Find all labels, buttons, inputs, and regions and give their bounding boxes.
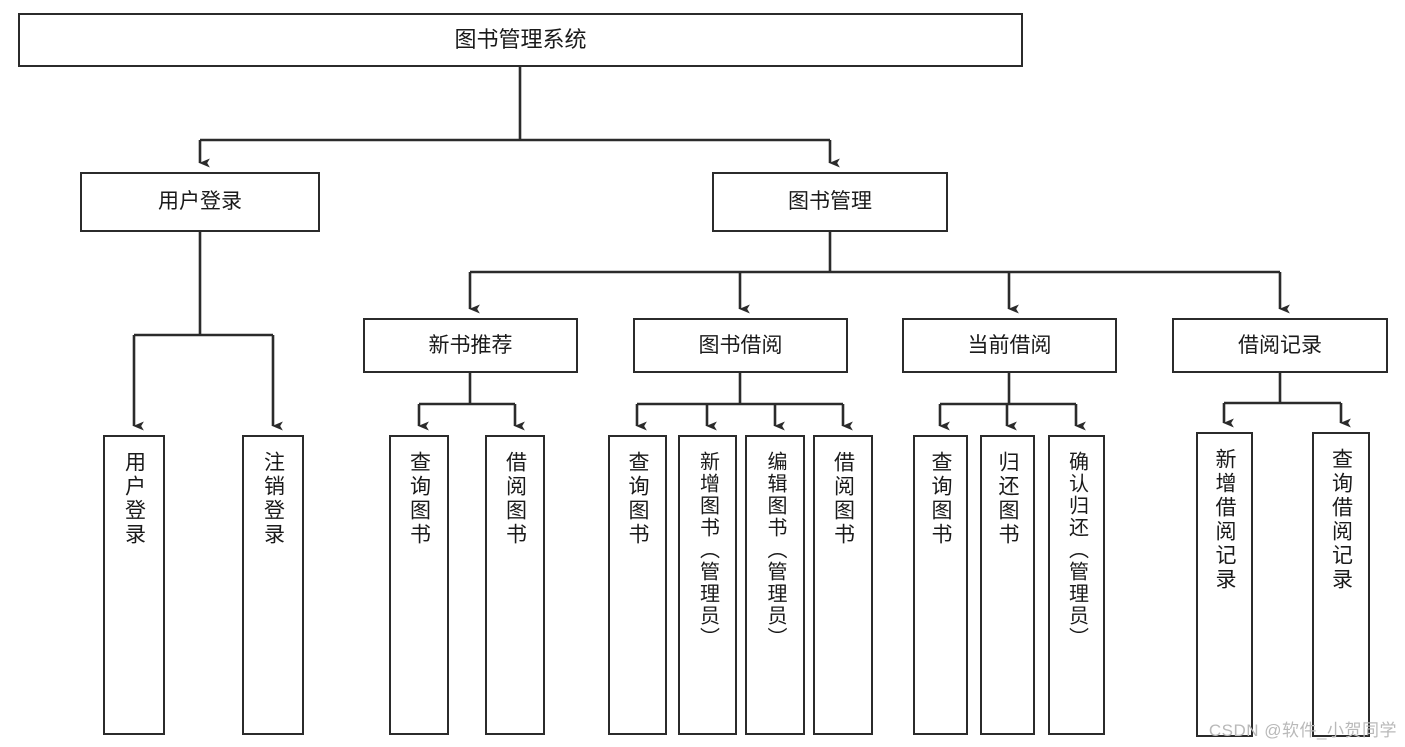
- node-new-book-recommend-label: 新书推荐: [428, 333, 513, 357]
- node-book-management-label: 图书管理: [788, 190, 872, 214]
- node-leaf-query-book-2[interactable]: 查询图书: [608, 435, 667, 735]
- node-borrow-record[interactable]: 借阅记录: [1172, 318, 1388, 373]
- node-leaf-query-borrow-record-label: 查询借阅记录: [1329, 448, 1353, 592]
- node-leaf-confirm-return[interactable]: 确认归还（管理员）: [1048, 435, 1105, 735]
- node-leaf-user-login-label: 用户登录: [122, 451, 146, 547]
- node-leaf-borrow-book-1[interactable]: 借阅图书: [485, 435, 545, 735]
- node-new-book-recommend[interactable]: 新书推荐: [363, 318, 578, 373]
- node-root-label: 图书管理系统: [454, 26, 587, 52]
- node-leaf-query-book-1-label: 查询图书: [407, 451, 431, 547]
- node-leaf-add-book-label: 新增图书（管理员）: [696, 451, 719, 649]
- node-user-login[interactable]: 用户登录: [80, 172, 320, 232]
- node-leaf-borrow-book-2-label: 借阅图书: [831, 451, 855, 547]
- node-leaf-query-book-3[interactable]: 查询图书: [913, 435, 968, 735]
- node-current-borrow[interactable]: 当前借阅: [902, 318, 1117, 373]
- node-leaf-query-book-3-label: 查询图书: [929, 451, 952, 547]
- node-leaf-borrow-book-1-label: 借阅图书: [503, 451, 527, 547]
- node-book-borrow-label: 图书借阅: [698, 333, 783, 357]
- node-leaf-add-borrow-record[interactable]: 新增借阅记录: [1196, 432, 1253, 737]
- node-leaf-borrow-book-2[interactable]: 借阅图书: [813, 435, 873, 735]
- node-book-borrow[interactable]: 图书借阅: [633, 318, 848, 373]
- node-user-login-label: 用户登录: [158, 190, 242, 214]
- node-borrow-record-label: 借阅记录: [1238, 333, 1322, 357]
- node-leaf-logout-login-label: 注销登录: [261, 451, 285, 547]
- node-leaf-confirm-return-label: 确认归还（管理员）: [1065, 451, 1088, 649]
- node-root[interactable]: 图书管理系统: [18, 13, 1023, 67]
- node-leaf-logout-login[interactable]: 注销登录: [242, 435, 304, 735]
- node-leaf-edit-book[interactable]: 编辑图书（管理员）: [745, 435, 805, 735]
- node-leaf-query-book-2-label: 查询图书: [626, 451, 649, 547]
- watermark-text: CSDN @软件_小贺同学: [1208, 721, 1397, 740]
- node-leaf-return-book[interactable]: 归还图书: [980, 435, 1035, 735]
- node-leaf-user-login[interactable]: 用户登录: [103, 435, 165, 735]
- node-book-management[interactable]: 图书管理: [712, 172, 948, 232]
- node-leaf-query-book-1[interactable]: 查询图书: [389, 435, 449, 735]
- node-leaf-add-book[interactable]: 新增图书（管理员）: [678, 435, 737, 735]
- node-leaf-return-book-label: 归还图书: [996, 451, 1019, 547]
- node-leaf-edit-book-label: 编辑图书（管理员）: [764, 451, 786, 649]
- node-leaf-query-borrow-record[interactable]: 查询借阅记录: [1312, 432, 1370, 737]
- node-current-borrow-label: 当前借阅: [967, 333, 1052, 357]
- node-leaf-add-borrow-record-label: 新增借阅记录: [1213, 448, 1236, 592]
